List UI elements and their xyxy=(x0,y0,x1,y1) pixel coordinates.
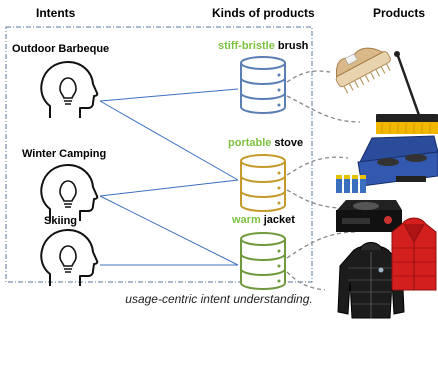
connector-lines xyxy=(99,88,239,266)
connector-camping-stove xyxy=(99,179,239,197)
kind-modifier: portable xyxy=(228,137,271,149)
database-icon xyxy=(240,232,286,290)
dashed-frame xyxy=(5,26,313,283)
kind-noun: stove xyxy=(274,137,303,149)
product-links xyxy=(286,70,361,291)
head-bulb-icon xyxy=(40,229,99,286)
kind-noun: jacket xyxy=(263,214,296,226)
link-stove-2 xyxy=(286,189,339,209)
black-jacket-image xyxy=(337,242,405,319)
head-bulb-icon xyxy=(40,61,99,118)
link-brush-1 xyxy=(286,70,331,83)
connector-camping-jacket xyxy=(99,195,239,266)
intent-label-barbeque: Outdoor Barbeque xyxy=(12,43,109,55)
kind-modifier: stiff-bristle xyxy=(218,40,275,52)
gas-canisters-image xyxy=(336,175,366,193)
scrub-brush-image xyxy=(335,47,391,94)
push-broom-image xyxy=(376,51,438,134)
kind-modifier: warm xyxy=(231,214,261,226)
header-kinds: Kinds of products xyxy=(212,6,315,20)
caption: usage-centric intent understanding. xyxy=(125,292,312,306)
connector-barbeque-brush xyxy=(99,88,239,102)
portable-stove-image xyxy=(336,200,402,232)
header-products: Products xyxy=(373,6,425,20)
link-stove-1 xyxy=(286,156,349,176)
database-icon xyxy=(240,56,286,114)
intent-label-camping: Winter Camping xyxy=(22,148,106,160)
link-jacket-2 xyxy=(286,271,326,291)
intent-label-skiing: Skiing xyxy=(44,215,77,227)
header-intents: Intents xyxy=(36,6,76,20)
database-icon xyxy=(240,154,286,212)
red-vest-image xyxy=(391,217,437,291)
link-brush-2 xyxy=(286,95,361,123)
camping-stove-image xyxy=(357,135,438,187)
link-jacket-1 xyxy=(286,231,356,259)
connector-barbeque-stove xyxy=(99,100,239,181)
head-bulb-icon xyxy=(40,164,99,221)
kind-noun: brush xyxy=(278,40,309,52)
